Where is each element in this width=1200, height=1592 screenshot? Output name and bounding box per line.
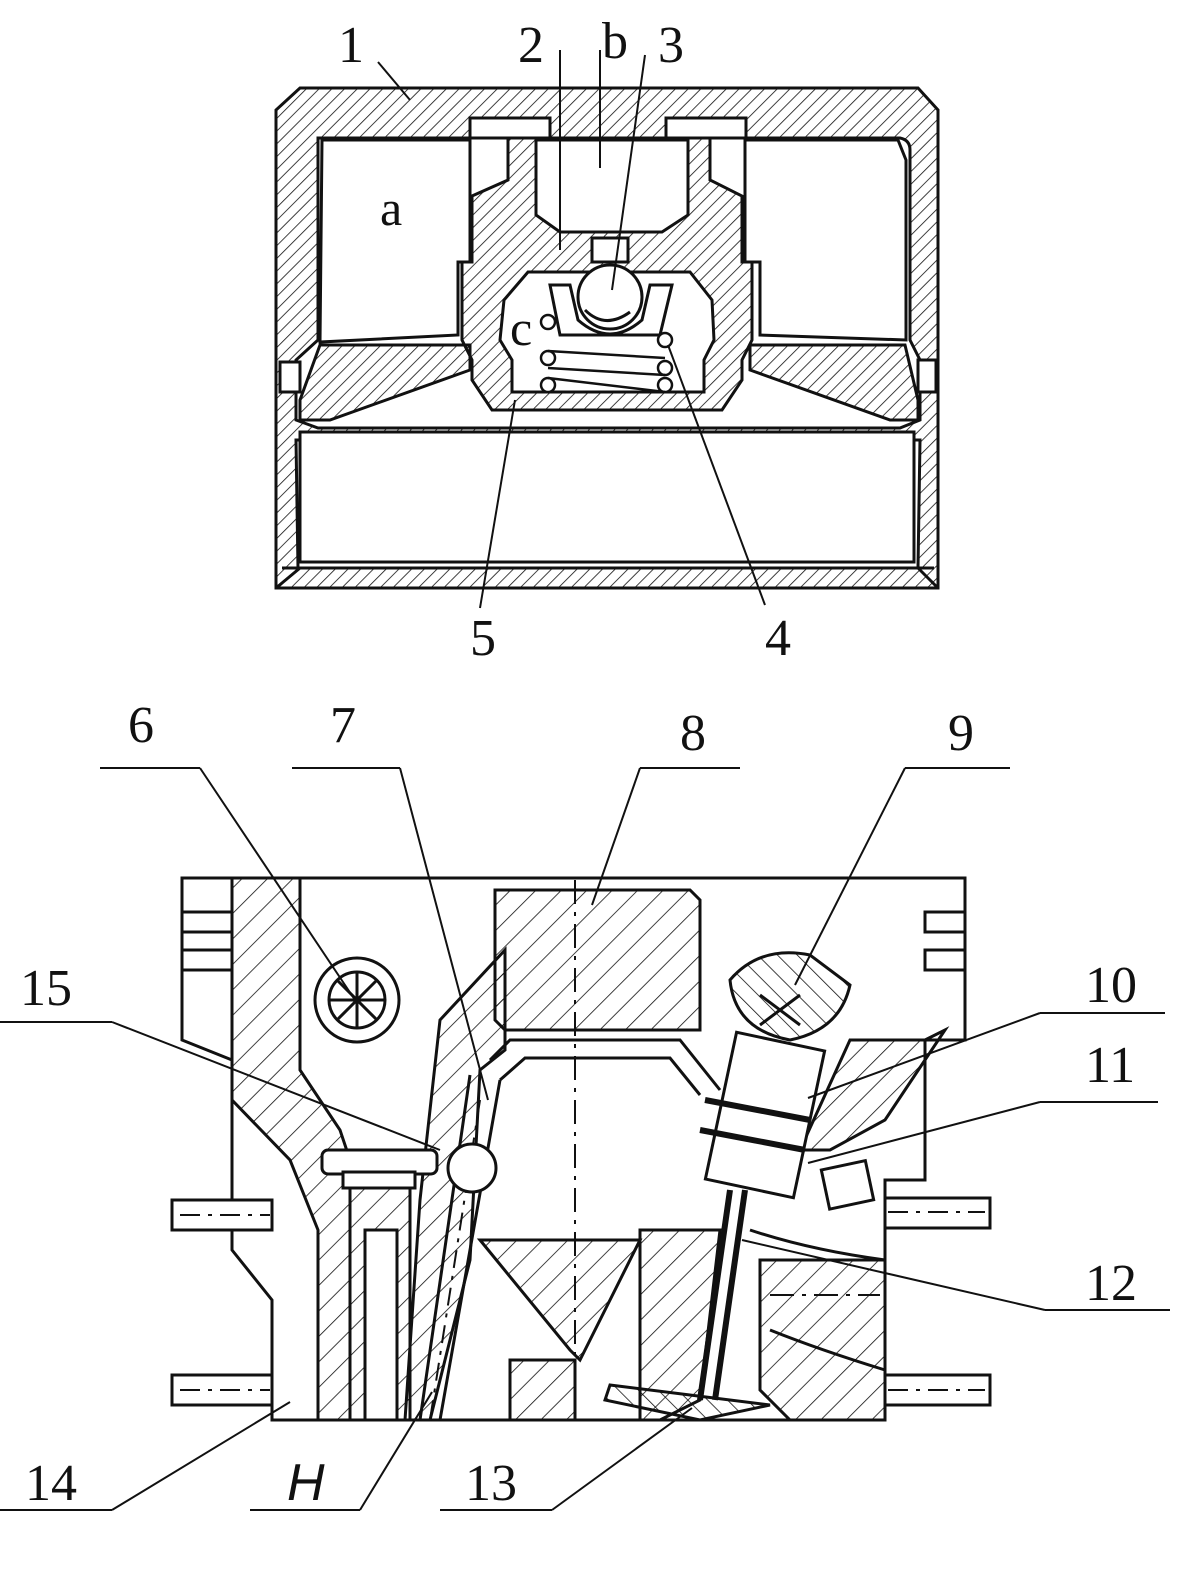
top-slot-right bbox=[664, 116, 748, 140]
label-c: c bbox=[510, 300, 532, 356]
chamber-a-right bbox=[743, 138, 908, 342]
valve-body bbox=[460, 136, 754, 412]
valve-head bbox=[603, 1383, 771, 1422]
bottom-callouts: 6 7 8 9 10 11 15 12 14 H 13 bbox=[20, 697, 1137, 1512]
bottom-leaders bbox=[0, 767, 1170, 1511]
callout-5: 5 bbox=[470, 610, 496, 667]
web-right bbox=[748, 343, 920, 422]
top-callouts: 1 2 b 3 a c 5 4 bbox=[338, 13, 791, 667]
callout-1: 1 bbox=[338, 17, 364, 74]
spring bbox=[539, 313, 674, 394]
top-view bbox=[274, 86, 940, 590]
right-seat bbox=[758, 1258, 887, 1422]
bottom-view bbox=[170, 876, 992, 1422]
lower-cavity bbox=[298, 430, 916, 564]
camshaft-right bbox=[728, 951, 852, 1042]
callout-10: 10 bbox=[1085, 957, 1137, 1014]
lifter-roller bbox=[446, 1142, 498, 1194]
center-block bbox=[493, 888, 702, 1032]
valve-assembly bbox=[603, 1030, 827, 1422]
callout-4: 4 bbox=[765, 610, 791, 667]
callout-b: b bbox=[602, 13, 628, 70]
lifter bbox=[320, 1148, 439, 1176]
callout-12: 12 bbox=[1085, 1255, 1137, 1312]
callout-13: 13 bbox=[465, 1455, 517, 1512]
oil-passage bbox=[488, 1038, 722, 1091]
ball-stem bbox=[590, 236, 630, 264]
callout-2: 2 bbox=[518, 17, 544, 74]
callout-3: 3 bbox=[658, 17, 684, 74]
callout-9: 9 bbox=[948, 705, 974, 762]
top-slot-left bbox=[468, 116, 552, 140]
callout-11: 11 bbox=[1085, 1037, 1135, 1094]
web-left bbox=[298, 343, 472, 422]
callout-14: 14 bbox=[25, 1455, 77, 1512]
callout-7: 7 bbox=[330, 697, 356, 754]
push-rod bbox=[418, 1074, 502, 1421]
lower-mid-hatch bbox=[476, 1238, 643, 1363]
chamber-a-left bbox=[318, 138, 472, 344]
top-leaders bbox=[377, 50, 766, 609]
callout-8: 8 bbox=[680, 705, 706, 762]
callout-6: 6 bbox=[128, 697, 154, 754]
callout-15: 15 bbox=[20, 960, 72, 1017]
valve-seat bbox=[548, 283, 674, 337]
lower-left-hatch bbox=[508, 1358, 577, 1422]
exhaust-port bbox=[749, 1228, 887, 1373]
label-a: a bbox=[380, 180, 402, 236]
callout-H: H bbox=[287, 1454, 325, 1512]
